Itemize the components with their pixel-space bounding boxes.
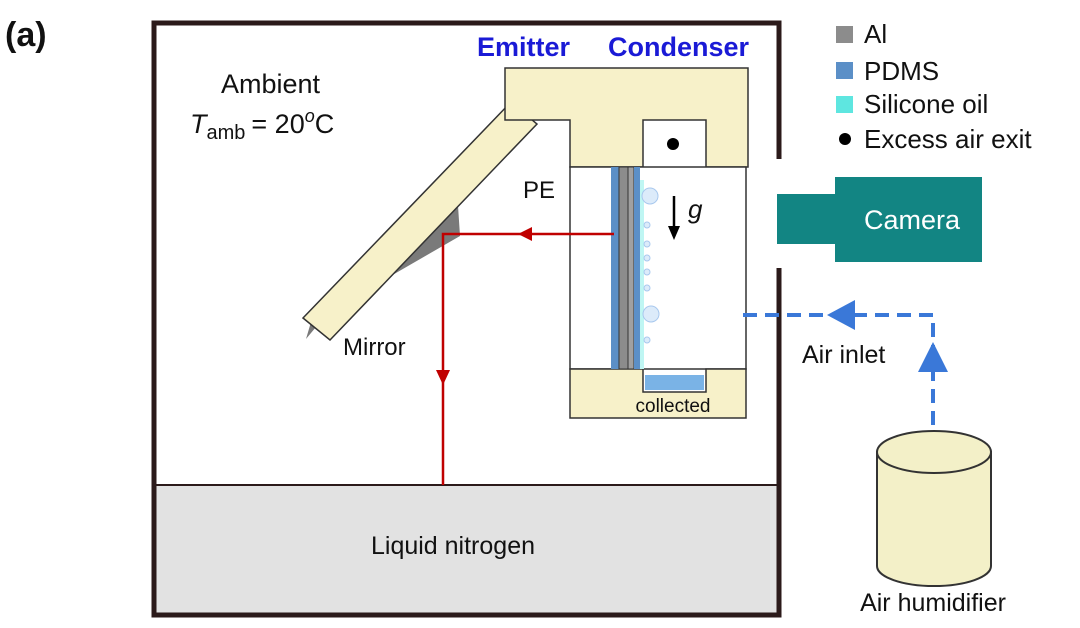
- pdms-layer-outer: [611, 167, 619, 369]
- radiation-path: [441, 232, 614, 485]
- mirror-label: Mirror: [343, 334, 406, 361]
- al-layer-2: [627, 166, 635, 370]
- silicone-oil-layer: [640, 180, 644, 369]
- humidifier-body: [876, 451, 992, 587]
- air-inlet-label: Air inlet: [802, 341, 885, 369]
- radiation-arrow-down: [436, 370, 450, 385]
- pe-label: PE: [523, 177, 555, 204]
- legend-swatch-al: [836, 26, 853, 43]
- legend-label-excess-air: Excess air exit: [864, 124, 1032, 154]
- collected-label: collected: [636, 396, 711, 417]
- ambient-label: Ambient: [221, 69, 321, 99]
- liquid-nitrogen-label: Liquid nitrogen: [371, 532, 535, 560]
- humidifier-top: [876, 430, 992, 474]
- al-layer: [618, 166, 629, 370]
- legend-swatch-pdms: [836, 62, 853, 79]
- legend-marker-excess-air: [839, 133, 851, 145]
- legend-swatch-silicone-oil: [836, 96, 853, 113]
- ambient-temperature: Tamb= 20oC: [190, 106, 334, 144]
- panel-label: (a): [5, 16, 47, 54]
- air-arrow-up: [918, 342, 948, 372]
- legend: Al PDMS Silicone oil Excess air exit: [836, 19, 1032, 154]
- camera-label: Camera: [864, 205, 961, 235]
- pdms-layer-inner: [634, 167, 640, 369]
- condenser-cell: [569, 166, 747, 370]
- camera-body: [835, 177, 982, 262]
- collection-tray: [569, 368, 747, 419]
- liquid-nitrogen-region: [154, 485, 780, 615]
- legend-label-al: Al: [864, 19, 887, 49]
- condenser-title: Condenser: [608, 32, 750, 62]
- chamber-frame: [151, 20, 782, 618]
- air-inlet-path: [735, 313, 935, 425]
- camera-lens: [777, 194, 835, 244]
- mirror: [301, 100, 539, 342]
- radiation-arrow-left: [518, 227, 532, 241]
- condensate-droplets: [641, 187, 660, 344]
- gravity-label: g: [688, 194, 703, 224]
- collected-water: [645, 375, 704, 390]
- air-arrow-left: [827, 300, 855, 330]
- legend-label-silicone-oil: Silicone oil: [864, 89, 988, 119]
- emitter-title: Emitter: [477, 32, 571, 62]
- gravity-arrow-head: [668, 226, 680, 240]
- legend-label-pdms: PDMS: [864, 56, 939, 86]
- condenser-housing: [504, 67, 749, 168]
- air-humidifier-label: Air humidifier: [860, 589, 1006, 617]
- excess-air-exit-dot: [667, 138, 679, 150]
